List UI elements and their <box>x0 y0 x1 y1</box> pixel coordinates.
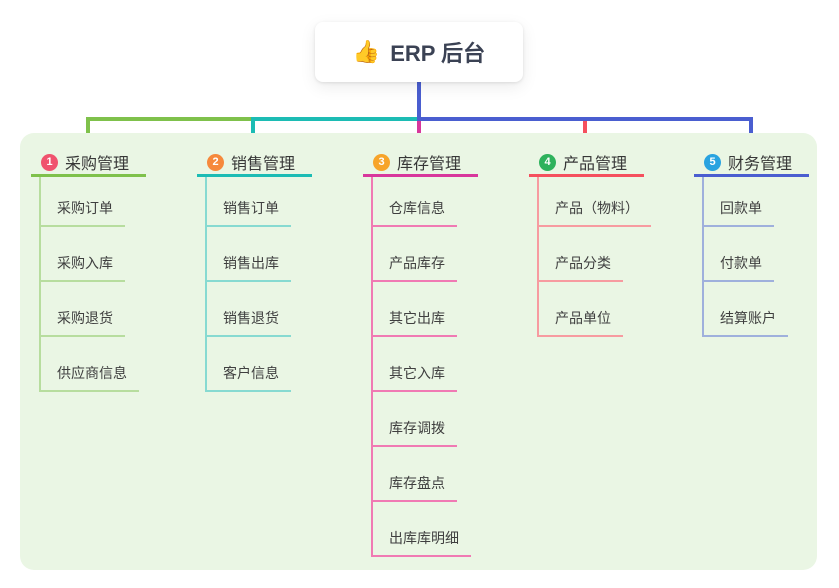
child-node[interactable]: 其它入库 <box>373 337 471 392</box>
branch-label: 库存管理 <box>397 156 462 173</box>
priority-badge: 3 <box>373 153 390 171</box>
child-node[interactable]: 产品单位 <box>539 282 651 337</box>
branch-drop-line <box>251 117 255 148</box>
child-node[interactable]: 采购入库 <box>41 227 139 282</box>
child-label: 采购退货 <box>41 308 125 337</box>
branch-header[interactable]: 5 财务管理 <box>694 150 809 177</box>
branch-header[interactable]: 1 采购管理 <box>31 150 146 177</box>
branch-label: 采购管理 <box>65 156 130 173</box>
child-node[interactable]: 仓库信息 <box>373 177 471 227</box>
branch-header[interactable]: 3 库存管理 <box>363 150 478 177</box>
priority-badge: 4 <box>539 153 556 171</box>
branch-children: 采购订单 采购入库 采购退货 供应商信息 <box>39 177 139 392</box>
child-label: 销售出库 <box>207 253 291 282</box>
child-node[interactable]: 销售出库 <box>207 227 291 282</box>
root-title: ERP 后台 <box>390 41 486 66</box>
child-label: 产品分类 <box>539 253 623 282</box>
child-node[interactable]: 结算账户 <box>704 282 788 337</box>
branch-finance: 5 财务管理 回款单 付款单 结算账户 <box>694 150 809 337</box>
child-node[interactable]: 采购退货 <box>41 282 139 337</box>
child-label: 客户信息 <box>207 363 291 392</box>
child-node[interactable]: 采购订单 <box>41 177 139 227</box>
branch-purchase: 1 采购管理 采购订单 采购入库 采购退货 供应商信息 <box>31 150 146 392</box>
child-node[interactable]: 销售退货 <box>207 282 291 337</box>
child-label: 产品（物料） <box>539 198 651 227</box>
branch-sales: 2 销售管理 销售订单 销售出库 销售退货 客户信息 <box>197 150 312 392</box>
child-node[interactable]: 销售订单 <box>207 177 291 227</box>
branch-children: 销售订单 销售出库 销售退货 客户信息 <box>205 177 291 392</box>
priority-badge: 5 <box>704 153 721 171</box>
root-node[interactable]: 👍 ERP 后台 <box>315 22 523 82</box>
child-label: 其它入库 <box>373 363 457 392</box>
child-label: 付款单 <box>704 253 774 282</box>
child-node[interactable]: 其它出库 <box>373 282 471 337</box>
child-label: 其它出库 <box>373 308 457 337</box>
branch-horizontal-line <box>86 117 255 121</box>
child-label: 采购订单 <box>41 198 125 227</box>
connector-root-line <box>417 82 421 121</box>
child-node[interactable]: 付款单 <box>704 227 788 282</box>
child-label: 结算账户 <box>704 308 788 337</box>
priority-badge: 1 <box>41 153 58 171</box>
branch-horizontal-line <box>251 117 421 121</box>
branch-horizontal-line <box>417 117 753 121</box>
child-node[interactable]: 产品（物料） <box>539 177 651 227</box>
child-node[interactable]: 供应商信息 <box>41 337 139 392</box>
branch-children: 仓库信息 产品库存 其它出库 其它入库 库存调拨 库存盘点 出库库明细 <box>371 177 471 557</box>
canvas-panel <box>20 133 817 570</box>
child-label: 产品库存 <box>373 253 457 282</box>
branch-drop-line <box>583 117 587 148</box>
child-label: 销售退货 <box>207 308 291 337</box>
child-label: 库存调拨 <box>373 418 457 447</box>
child-label: 库存盘点 <box>373 473 457 502</box>
child-label: 销售订单 <box>207 198 291 227</box>
child-node[interactable]: 库存盘点 <box>373 447 471 502</box>
branch-header[interactable]: 2 销售管理 <box>197 150 312 177</box>
child-label: 回款单 <box>704 198 774 227</box>
branch-children: 回款单 付款单 结算账户 <box>702 177 788 337</box>
branch-label: 销售管理 <box>231 156 296 173</box>
child-label: 产品单位 <box>539 308 623 337</box>
branch-drop-line <box>86 117 90 148</box>
child-node[interactable]: 出库库明细 <box>373 502 471 557</box>
branch-label: 财务管理 <box>728 156 793 173</box>
child-node[interactable]: 产品库存 <box>373 227 471 282</box>
branch-header[interactable]: 4 产品管理 <box>529 150 644 177</box>
child-label: 出库库明细 <box>373 528 471 557</box>
branch-drop-line <box>749 117 753 148</box>
thumbs-up-icon: 👍 <box>352 39 381 64</box>
child-node[interactable]: 产品分类 <box>539 227 651 282</box>
branch-children: 产品（物料） 产品分类 产品单位 <box>537 177 651 337</box>
branch-inventory: 3 库存管理 仓库信息 产品库存 其它出库 其它入库 库存调拨 库存盘点 出库库… <box>363 150 478 557</box>
child-node[interactable]: 库存调拨 <box>373 392 471 447</box>
child-node[interactable]: 回款单 <box>704 177 788 227</box>
branch-label: 产品管理 <box>563 156 628 173</box>
child-node[interactable]: 客户信息 <box>207 337 291 392</box>
child-label: 供应商信息 <box>41 363 139 392</box>
child-label: 仓库信息 <box>373 198 457 227</box>
child-label: 采购入库 <box>41 253 125 282</box>
priority-badge: 2 <box>207 153 224 171</box>
branch-product: 4 产品管理 产品（物料） 产品分类 产品单位 <box>529 150 651 337</box>
